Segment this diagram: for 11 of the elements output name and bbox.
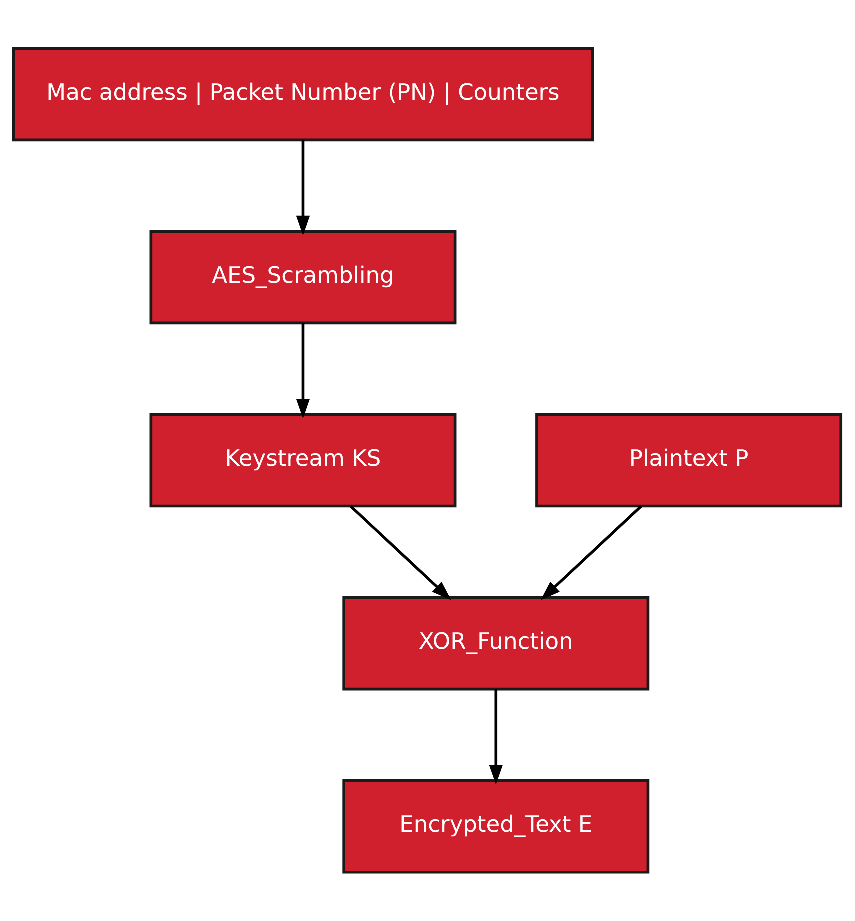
arrow <box>540 505 642 600</box>
arrow <box>350 505 452 600</box>
arrow <box>489 690 504 785</box>
arrow <box>296 140 310 236</box>
node-box: XOR_Function <box>342 596 650 691</box>
node-box: Plaintext P <box>536 413 843 508</box>
node-box: Keystream KS <box>150 413 457 508</box>
node-box: Encrypted_Text E <box>342 779 650 874</box>
arrow <box>296 323 310 419</box>
node-box: AES_Scrambling <box>150 230 457 325</box>
node-box: Mac address | Packet Number (PN) | Counters <box>12 47 594 142</box>
